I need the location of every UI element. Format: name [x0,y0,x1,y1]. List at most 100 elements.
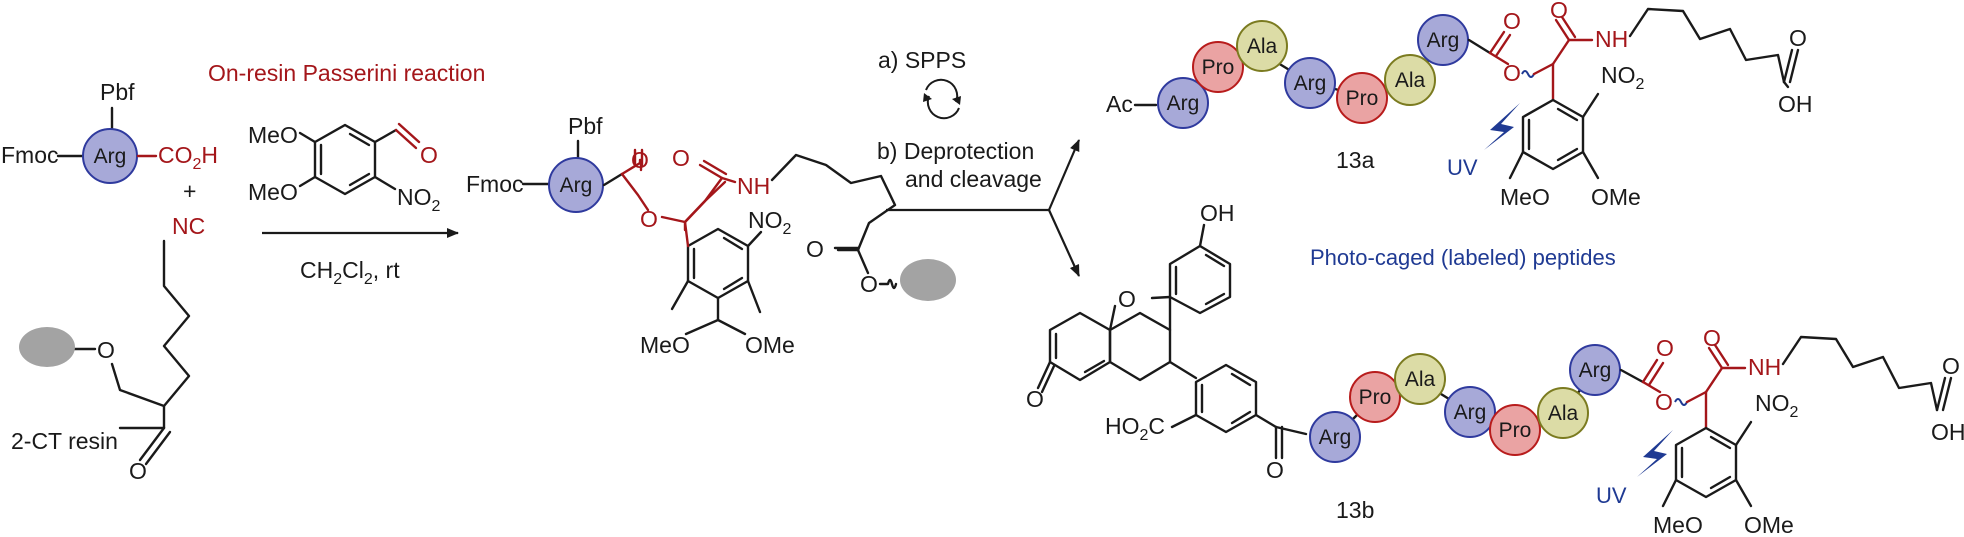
13a-acid-o: O [1789,25,1807,51]
residue-13b-1-label: Arg [1319,426,1352,449]
13a-compound-label: 13a [1336,147,1375,173]
nitro-group: NO2 [397,184,441,215]
residue-13a-5-label: Pro [1346,87,1379,110]
product-o1-label: O [631,147,649,173]
13b-phenol-oh: OH [1200,200,1235,226]
methoxy-1: MeO [248,122,298,148]
branch-arrow-up [1047,139,1081,211]
13a-amide-o: O [1550,0,1568,23]
peptide-chain-13a: Arg Pro Ala Arg Pro Ala Arg [1157,14,1469,129]
residue-13b-4 [1444,386,1496,438]
13a-acid-oh: OH [1778,91,1813,117]
ester-carbonyl-oxygen: O [129,458,147,484]
residue-13a-5 [1336,72,1388,124]
product-fmoc: Fmoc [466,171,524,197]
13b-quinone-o: O [1026,386,1044,412]
product-13a: Ac Arg Pro Ala Arg Pro Ala Arg O [1106,0,1813,210]
13a-carbonyl-o: O [1503,8,1521,34]
cycle-icon [925,78,959,103]
13b-acid-oh: OH [1931,419,1964,445]
acetyl-label: Ac [1106,91,1133,117]
residue-13b-3-label: Ala [1405,368,1436,391]
residue-13b-2 [1349,371,1401,423]
residue-13a-1 [1157,77,1209,129]
13b-acid-o: O [1942,353,1960,379]
13b-amide-carbonyl: O [1266,457,1284,483]
product-nitro: NO2 [748,207,792,238]
13a-nitro: NO2 [1601,62,1645,93]
residue-13a-2 [1192,41,1244,93]
isocyanide-label: NC [172,213,205,239]
13b-ring-oxygen: O [1118,286,1136,312]
residue-13b-7-label: Arg [1579,359,1612,382]
product-acid-o: O [806,236,824,262]
steps-branch: a) SPPS b) Deprotection and cleavage [877,47,1081,277]
resin-label: 2-CT resin [11,428,118,454]
13b-compound-label: 13b [1336,497,1374,523]
residue-13b-4-label: Arg [1454,401,1487,424]
13b-uv-label: UV [1596,483,1627,508]
product-nh: NH [737,173,770,199]
product-resin-bead [900,259,956,301]
residue-13a-3-label: Ala [1247,35,1278,58]
step-b-label: b) Deprotection [877,138,1034,164]
residue-13b-5-label: Pro [1499,419,1532,442]
13b-amide-o: O [1703,325,1721,351]
methoxy-2: MeO [248,179,298,205]
13a-uv-label: UV [1447,155,1478,180]
carboxylic-acid-label: CO2H [158,142,218,173]
product-dimethoxy: OMe [745,332,795,358]
product-amide-o: O [672,145,690,171]
product-methoxy: MeO [640,332,690,358]
reaction-conditions: CH2Cl2, rt [300,257,400,288]
plus-sign: + [183,178,196,204]
product-pbf: Pbf [568,113,603,139]
13a-ester-o: O [1503,60,1521,86]
product-ester-oxygen: O [640,206,658,232]
13b-nh: NH [1748,354,1781,380]
product-arg-label: Arg [560,174,593,197]
photo-caged-caption: Photo-caged (labeled) peptides [1310,245,1616,270]
residue-13a-1-label: Arg [1167,92,1200,115]
13b-ester-o: O [1655,389,1673,415]
product-ester-o: O [860,271,878,297]
step-b-label-2: and cleavage [905,166,1042,192]
13b-nitro: NO2 [1755,390,1799,421]
residue-13a-6 [1384,54,1436,106]
ester-oxygen: O [97,337,115,363]
uv-bolt-13a [1484,103,1520,150]
residue-13a-4 [1284,57,1336,109]
branch-arrow-down [1047,209,1081,277]
residue-13b-6 [1537,387,1589,439]
resin-bead [19,327,75,367]
13b-dimethoxy: OMe [1744,512,1794,537]
13b-methoxy: MeO [1653,512,1703,537]
reaction-title: On-resin Passerini reaction [208,60,485,86]
aldehyde-oxygen: O [420,142,438,168]
residue-13a-2-label: Pro [1202,56,1235,79]
arg-label: Arg [94,145,127,168]
uv-bolt-13b [1637,430,1673,477]
residue-13a-6-label: Ala [1395,69,1426,92]
residue-13a-4-label: Arg [1294,72,1327,95]
13a-methoxy: MeO [1500,184,1550,210]
13a-nh: NH [1595,26,1628,52]
residue-13a-7-label: Arg [1427,29,1460,52]
residue-13b-3 [1394,353,1446,405]
passerini-product: Pbf Fmoc Arg O O O O NH O O [466,113,956,358]
13b-carbonyl-o: O [1656,335,1674,361]
13b-carboxyl: HO2C [1105,413,1165,444]
13a-dimethoxy: OMe [1591,184,1641,210]
residue-13b-1 [1309,411,1361,463]
starting-materials: Pbf Fmoc Arg CO2H + NC + O 2-CT resin O [1,79,218,484]
pbf-label: Pbf [100,79,135,105]
fmoc-label: Fmoc [1,142,59,168]
aldehyde-reagent: On-resin Passerini reaction MeO MeO O NO… [208,60,485,215]
product-13b: OH O O HO2C O Arg [1026,200,1964,537]
residue-13a-3 [1236,20,1288,72]
residue-13b-2-label: Pro [1359,386,1392,409]
residue-13b-5 [1489,404,1541,456]
residue-13b-6-label: Ala [1548,402,1579,425]
step-a-label: a) SPPS [878,47,966,73]
